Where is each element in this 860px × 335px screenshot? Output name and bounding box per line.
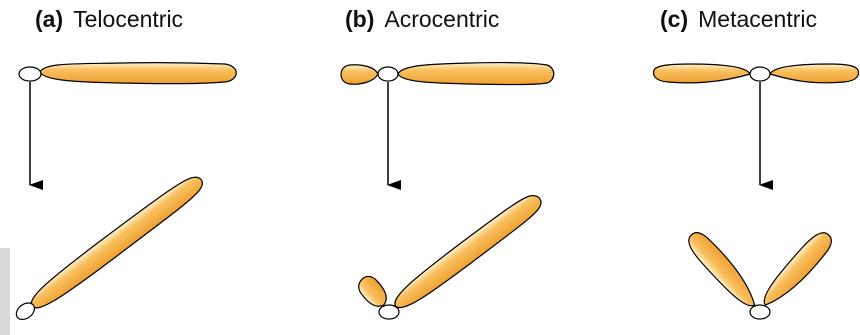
acrocentric-top-centromere xyxy=(378,67,398,81)
acrocentric-top-long-arm xyxy=(398,63,554,85)
telocentric-top-centromere xyxy=(19,67,41,81)
metacentric-top-right-arm xyxy=(770,64,858,83)
metacentric-bottom-left-arm xyxy=(683,228,762,313)
acrocentric-group xyxy=(341,63,554,319)
acrocentric-bottom-long-arm xyxy=(389,189,546,315)
metacentric-bottom-centromere xyxy=(750,305,770,319)
telocentric-bottom-arm xyxy=(25,170,207,315)
acrocentric-top-short-arm xyxy=(341,65,378,84)
acrocentric-bottom-centromere xyxy=(379,305,399,319)
metacentric-top-centromere xyxy=(750,67,770,81)
telocentric-group xyxy=(11,63,236,326)
metacentric-bottom-right-arm xyxy=(757,227,836,312)
telocentric-top-arm xyxy=(40,63,236,84)
metacentric-group xyxy=(654,64,859,319)
metacentric-top-left-arm xyxy=(654,64,750,83)
